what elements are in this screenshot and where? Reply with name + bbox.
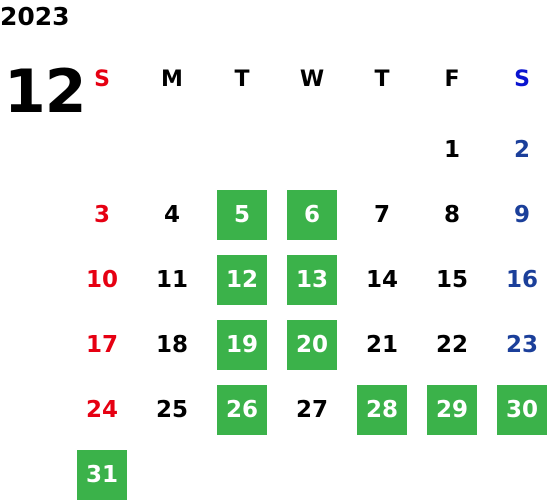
weekday-sat: S	[514, 67, 530, 92]
day-cell-7[interactable]: 7	[373, 202, 390, 228]
day-cell-10[interactable]: 10	[85, 267, 118, 293]
day-cell-25[interactable]: 25	[155, 397, 188, 423]
day-cell-17[interactable]: 17	[85, 332, 118, 358]
day-cell-4[interactable]: 4	[163, 202, 180, 228]
day-cell-18[interactable]: 18	[155, 332, 188, 358]
day-cell-27[interactable]: 27	[295, 397, 328, 423]
weekday-fri: F	[444, 67, 460, 92]
day-cell-21[interactable]: 21	[365, 332, 398, 358]
month-label: 12	[4, 57, 86, 127]
day-cell-5[interactable]: 5	[217, 190, 267, 240]
day-cell-23[interactable]: 23	[505, 332, 538, 358]
day-cell-6[interactable]: 6	[287, 190, 337, 240]
day-cell-20[interactable]: 20	[287, 320, 337, 370]
day-cell-30[interactable]: 30	[497, 385, 547, 435]
day-cell-2[interactable]: 2	[513, 137, 530, 163]
day-cell-19[interactable]: 19	[217, 320, 267, 370]
day-cell-12[interactable]: 12	[217, 255, 267, 305]
day-cell-22[interactable]: 22	[435, 332, 468, 358]
day-cell-28[interactable]: 28	[357, 385, 407, 435]
day-cell-3[interactable]: 3	[93, 202, 110, 228]
day-cell-9[interactable]: 9	[513, 202, 530, 228]
day-cell-29[interactable]: 29	[427, 385, 477, 435]
day-cell-24[interactable]: 24	[85, 397, 118, 423]
day-cell-8[interactable]: 8	[443, 202, 460, 228]
day-cell-31[interactable]: 31	[77, 450, 127, 500]
day-cell-16[interactable]: 16	[505, 267, 538, 293]
day-cell-1[interactable]: 1	[443, 137, 460, 163]
year-label: 2023	[0, 2, 70, 31]
day-cell-15[interactable]: 15	[435, 267, 468, 293]
weekday-sun: S	[94, 67, 110, 92]
day-cell-11[interactable]: 11	[155, 267, 188, 293]
day-cell-26[interactable]: 26	[217, 385, 267, 435]
weekday-thu: T	[374, 67, 390, 92]
weekday-wed: W	[299, 67, 325, 92]
day-cell-13[interactable]: 13	[287, 255, 337, 305]
day-cell-14[interactable]: 14	[365, 267, 398, 293]
weekday-mon: M	[161, 67, 183, 92]
weekday-tue: T	[234, 67, 250, 92]
